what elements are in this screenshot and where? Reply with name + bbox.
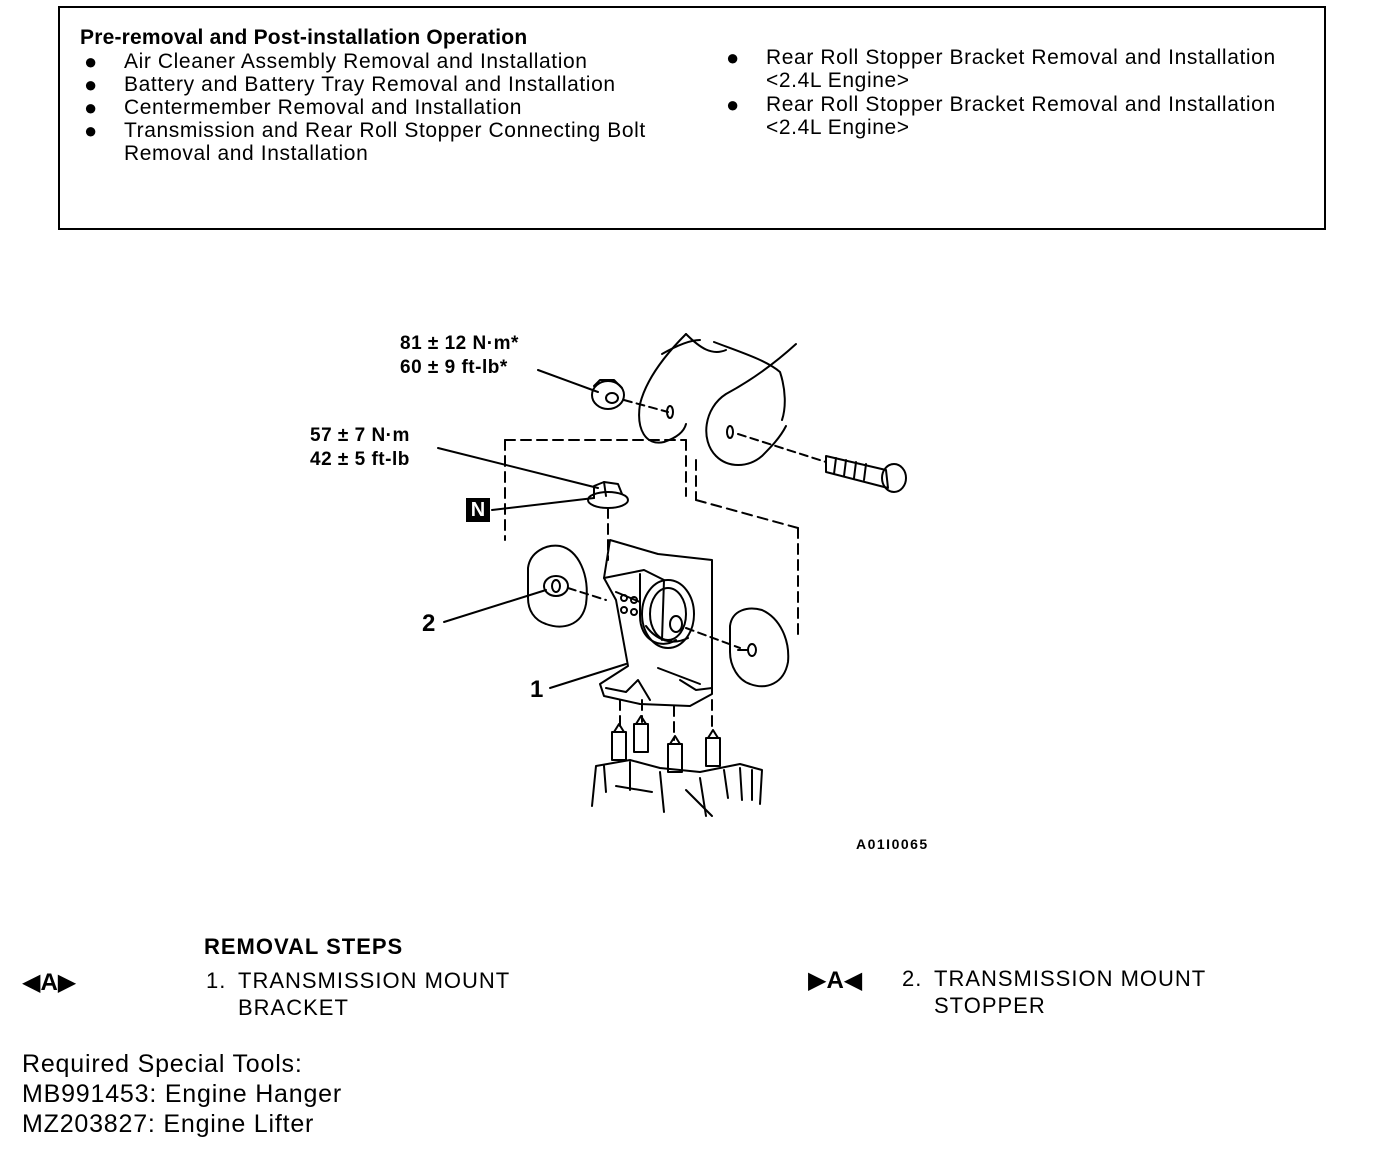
new-part-badge: N xyxy=(466,498,490,522)
special-tools-heading: Required Special Tools: xyxy=(22,1050,303,1078)
step-text-continued: BRACKET xyxy=(238,995,349,1020)
bullet-icon: ● xyxy=(84,49,98,74)
step-text: TRANSMISSION MOUNT xyxy=(238,968,511,993)
centerline xyxy=(623,399,669,413)
bullet-icon: ● xyxy=(726,45,740,70)
step2-procedure-mark: ▶A◀ xyxy=(808,967,863,994)
special-tool-item: MB991453: Engine Hanger xyxy=(22,1080,342,1108)
list-item-text: Rear Roll Stopper Bracket Removal and In… xyxy=(766,93,1276,139)
special-tools: Required Special Tools: MB991453: Engine… xyxy=(22,1049,342,1139)
leader-line xyxy=(491,497,595,511)
leader-line xyxy=(437,447,599,489)
step-text: TRANSMISSION MOUNT xyxy=(934,966,1207,991)
leader-line xyxy=(537,369,599,393)
centerline xyxy=(737,433,827,463)
pre-removal-title: Pre-removal and Post-installation Operat… xyxy=(80,26,528,49)
figure-code: A01I0065 xyxy=(856,836,929,852)
callout-1: 1 xyxy=(530,676,544,703)
callout-2: 2 xyxy=(422,610,436,637)
right-stopper-plate xyxy=(729,607,790,688)
removal-step-1: 1. TRANSMISSION MOUNT BRACKET xyxy=(206,967,510,1021)
upper-nut-torque-imperial: 60 ± 9 ft-lb* xyxy=(400,357,508,378)
special-tool-item: MZ203827: Engine Lifter xyxy=(22,1110,315,1138)
removal-steps-title: REMOVAL STEPS xyxy=(204,934,404,959)
list-item-text: Air Cleaner Assembly Removal and Install… xyxy=(124,50,588,73)
mount-bracket xyxy=(599,539,713,707)
lower-flange-nut xyxy=(587,481,629,509)
list-item-text: Battery and Battery Tray Removal and Ins… xyxy=(124,73,616,96)
lower-nut-torque-metric: 57 ± 7 N·m xyxy=(310,425,410,446)
upper-nut-torque-metric: 81 ± 12 N·m* xyxy=(400,333,519,354)
removal-step-2: 2. TRANSMISSION MOUNT STOPPER xyxy=(902,965,1206,1019)
list-item-text: Centermember Removal and Installation xyxy=(124,96,523,119)
list-item: ● Centermember Removal and Installation xyxy=(80,96,680,119)
list-item-text: Transmission and Rear Roll Stopper Conne… xyxy=(124,119,646,165)
list-item: ● Battery and Battery Tray Removal and In… xyxy=(80,73,680,96)
projection-lines xyxy=(504,439,799,741)
upper-flange-nut xyxy=(591,379,625,410)
through-bolt xyxy=(825,455,907,493)
list-item: ● Rear Roll Stopper Bracket Removal and I… xyxy=(722,46,1312,92)
leader-line xyxy=(443,589,547,623)
bullet-icon: ● xyxy=(726,92,740,117)
step1-procedure-mark: ◀A▶ xyxy=(22,969,77,996)
centerline xyxy=(567,587,607,601)
pre-removal-left-list: ● Air Cleaner Assembly Removal and Instal… xyxy=(80,50,680,165)
step-number: 2. xyxy=(902,966,923,991)
list-item: ● Transmission and Rear Roll Stopper Conn… xyxy=(80,119,684,165)
bullet-icon: ● xyxy=(84,95,98,120)
transmission-studs xyxy=(611,715,721,773)
step-text-continued: STOPPER xyxy=(934,993,1046,1018)
list-item-text: Rear Roll Stopper Bracket Removal and In… xyxy=(766,46,1276,92)
list-item: ● Rear Roll Stopper Bracket Removal and I… xyxy=(722,93,1312,139)
step-number: 1. xyxy=(206,968,227,993)
left-stopper-plate xyxy=(527,544,588,628)
leader-line xyxy=(549,663,627,689)
pre-removal-box: Pre-removal and Post-installation Operat… xyxy=(58,6,1326,230)
bullet-icon: ● xyxy=(84,118,98,143)
bullet-icon: ● xyxy=(84,72,98,97)
body-bracket xyxy=(638,333,797,466)
lower-nut-torque-imperial: 42 ± 5 ft-lb xyxy=(310,449,410,470)
list-item: ● Air Cleaner Assembly Removal and Instal… xyxy=(80,50,680,73)
transmission-case xyxy=(591,759,763,817)
pre-removal-right-list: ● Rear Roll Stopper Bracket Removal and I… xyxy=(722,46,1312,140)
